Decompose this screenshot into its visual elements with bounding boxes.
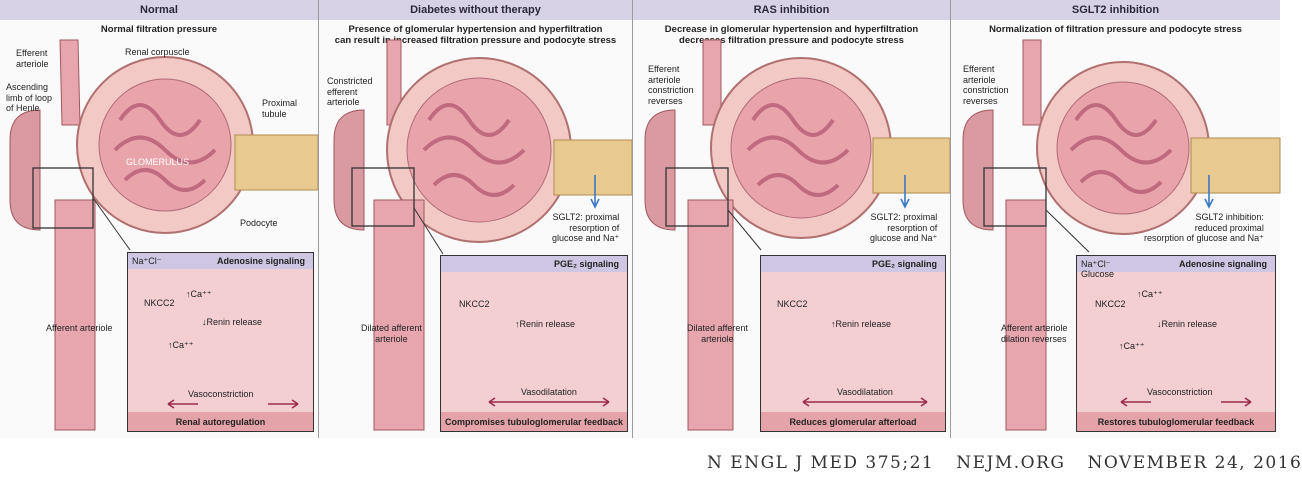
inset-ca-1: ↑Ca⁺⁺ — [186, 289, 212, 299]
panel-subtitle: Normalization of filtration pressure and… — [989, 24, 1242, 35]
vaso-arrows — [802, 397, 928, 407]
journal-citation: N ENGL J MED 375;21 NEJM.ORG NOVEMBER 24, … — [707, 453, 1302, 473]
inset-footer: Compromises tubuloglomerular feedback — [441, 412, 627, 431]
inset-nkcc2: NKCC2 — [144, 298, 175, 308]
label-proximal-tubule: Proximal tubule — [262, 98, 298, 119]
inset-signaling: PGE₂ signaling — [761, 256, 945, 272]
panel-title: RAS inhibition — [633, 0, 950, 20]
inset-signaling: Adenosine signaling — [1077, 256, 1275, 272]
inset-ca-2: ↑Ca⁺⁺ — [168, 340, 194, 350]
label-sglt2: SGLT2: proximal resorption of glucose an… — [870, 212, 938, 243]
inset-nkcc2: NKCC2 — [459, 299, 490, 309]
label-afferent-arteriole: Dilated afferent arteriole — [687, 323, 748, 344]
journal-date: NOVEMBER 24, 2016 — [1087, 453, 1302, 473]
label-efferent-arteriole: Efferent arteriole — [16, 48, 49, 69]
inset-nacl: Na⁺Cl⁻ — [132, 256, 162, 266]
label-efferent-arteriole: Constricted efferent arteriole — [327, 76, 373, 107]
panel-subtitle: Decrease in glomerular hypertension and … — [664, 24, 919, 46]
kidney-illustration — [962, 39, 1281, 431]
vaso-arrows — [488, 397, 610, 407]
inset-nkcc2: NKCC2 — [1095, 299, 1126, 309]
panel-normal: Normal Normal filtration pressure Effere… — [0, 0, 319, 438]
panel-divider — [318, 0, 319, 438]
panel-title: Normal — [0, 0, 318, 20]
panel-title: SGLT2 inhibition — [951, 0, 1280, 20]
inset-footer: Reduces glomerular afterload — [761, 412, 945, 431]
panel-title: Diabetes without therapy — [319, 0, 632, 20]
inset-signaling: PGE₂ signaling — [441, 256, 627, 272]
journal-site: NEJM.ORG — [956, 453, 1066, 473]
inset-ca-1: ↑Ca⁺⁺ — [1137, 289, 1163, 299]
label-efferent-arteriole: Efferent arteriole constriction reverses — [963, 64, 1009, 106]
inset-renin: ↓Renin release — [1157, 319, 1218, 329]
panel-divider — [632, 0, 633, 438]
inset-ca-2: ↑Ca⁺⁺ — [1119, 341, 1145, 351]
inset-nacl: Na⁺Cl⁻ Glucose — [1081, 259, 1115, 279]
label-afferent-arteriole: Afferent arteriole — [46, 323, 113, 333]
vaso-arrows — [1120, 397, 1252, 407]
panel-subtitle: Presence of glomerular hypertension and … — [334, 24, 617, 46]
label-afferent-arteriole: Dilated afferent arteriole — [361, 323, 422, 344]
journal-reference: N ENGL J MED 375;21 — [707, 453, 935, 473]
inset-footer: Renal autoregulation — [128, 412, 313, 431]
inset-signaling: Adenosine signaling — [128, 253, 313, 269]
panel-divider — [950, 0, 951, 438]
label-ascending-limb: Ascending limb of loop of Henle — [6, 82, 53, 113]
label-efferent-arteriole: Efferent arteriole constriction reverses — [648, 64, 694, 106]
inset-renin: ↓Renin release — [202, 317, 263, 327]
inset-diabetes: PGE₂ signaling NKCC2 ↑Renin release Vaso… — [440, 255, 628, 432]
inset-footer: Restores tubuloglomerular feedback — [1077, 412, 1275, 431]
panel-diabetes: Diabetes without therapy Presence of glo… — [319, 0, 633, 438]
panel-subtitle: Normal filtration pressure — [100, 24, 218, 35]
label-podocyte: Podocyte — [240, 218, 278, 228]
label-glomerulus: GLOMERULUS — [126, 157, 190, 167]
kidney-illustration — [333, 39, 633, 431]
inset-sglt2: Adenosine signaling Na⁺Cl⁻ Glucose NKCC2… — [1076, 255, 1276, 432]
panel-sglt2-inhibition: SGLT2 inhibition Normalization of filtra… — [951, 0, 1281, 438]
inset-vaso: Vasodilatation — [837, 387, 893, 397]
inset-vaso: Vasodilatation — [521, 387, 577, 397]
kidney-illustration — [644, 39, 951, 431]
inset-renin: ↑Renin release — [515, 319, 576, 329]
vaso-arrows — [167, 399, 299, 409]
inset-vaso: Vasoconstriction — [1147, 387, 1213, 397]
inset-normal: Adenosine signaling Na⁺Cl⁻ NKCC2 ↑Ca⁺⁺ ↓… — [127, 252, 314, 432]
panel-ras-inhibition: RAS inhibition Decrease in glomerular hy… — [633, 0, 951, 438]
inset-ras: PGE₂ signaling NKCC2 ↑Renin release Vaso… — [760, 255, 946, 432]
inset-vaso: Vasoconstriction — [188, 389, 254, 399]
inset-nkcc2: NKCC2 — [777, 299, 808, 309]
kidney-illustration — [9, 39, 319, 431]
inset-renin: ↑Renin release — [831, 319, 892, 329]
label-renal-corpuscle: Renal corpuscle — [125, 47, 190, 57]
label-afferent-arteriole: Afferent arteriole dilation reverses — [1001, 323, 1068, 344]
label-sglt2: SGLT2 inhibition: reduced proximal resor… — [1144, 212, 1264, 243]
label-sglt2: SGLT2: proximal resorption of glucose an… — [552, 212, 620, 243]
